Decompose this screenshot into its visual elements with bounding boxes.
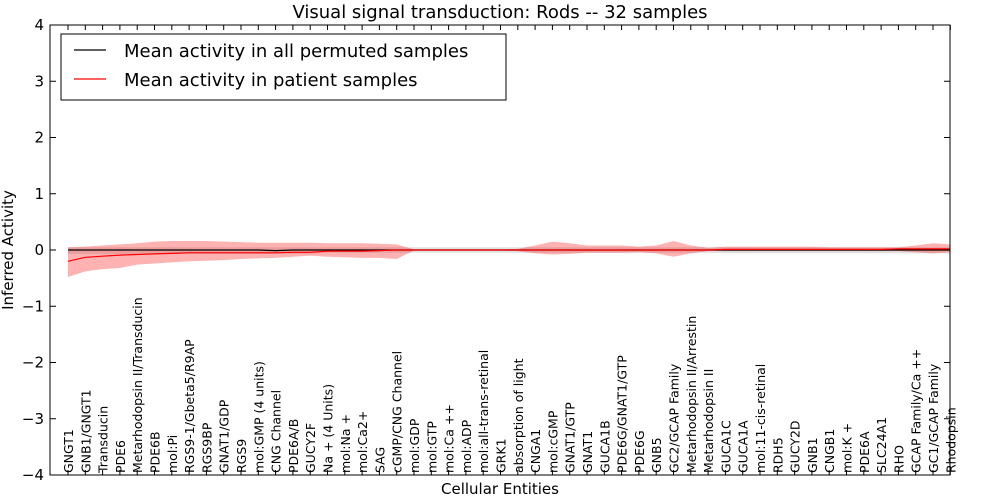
x-tick-label: cGMP/CNG Channel [390, 351, 405, 473]
x-tick-label: PDE6A [857, 431, 872, 473]
y-tick-label: −2 [22, 354, 44, 372]
x-tick-label: CNG Channel [269, 390, 284, 473]
x-tick-label: Rhodopsin [943, 407, 958, 473]
x-tick-label: GNGT1 [61, 429, 76, 473]
x-tick-label: GNAT1/GDP [217, 399, 232, 473]
x-tick-label: Transducin [96, 406, 111, 474]
x-tick-label: PDE6G [632, 430, 647, 473]
x-tick-label: PDE6B [148, 431, 163, 473]
series-1-band [68, 241, 951, 277]
x-tick-label: GNB1/GNGT1 [78, 389, 93, 473]
x-tick-label: mol:Pi [165, 435, 180, 473]
legend: Mean activity in all permuted samplesMea… [60, 33, 507, 101]
x-tick-label: GUCY2D [788, 420, 803, 473]
x-tick-label: GNAT1 [580, 431, 595, 473]
x-tick-label: GUCA1C [718, 420, 733, 473]
x-tick-label: PDE6G/GNAT1/GTP [615, 355, 630, 473]
legend-label: Mean activity in patient samples [124, 70, 418, 91]
x-tick-label: mol:GMP (4 units) [251, 361, 266, 473]
x-tick-label: CNGB1 [822, 429, 837, 473]
x-tick-label: Na + (4 Units) [321, 384, 336, 473]
x-tick-label: mol:K + [840, 423, 855, 473]
y-tick-label: 3 [34, 72, 44, 90]
x-tick-label: mol:Ca ++ [442, 404, 457, 473]
plot-area [67, 241, 951, 277]
x-tick-label: mol:ADP [459, 419, 474, 473]
x-tick-label: PDE6A/B [286, 419, 301, 473]
y-tick-label: 2 [34, 129, 44, 147]
x-tick-label: mol:GTP [424, 421, 439, 473]
x-tick-label: GUCA1B [597, 420, 612, 473]
x-tick-label: mol:11-cis-retinal [753, 364, 768, 473]
x-axis-label: Cellular Entities [441, 480, 559, 498]
x-tick-label: GUCY2F [303, 423, 318, 473]
y-axis-label: Inferred Activity [0, 190, 17, 310]
x-tick-label: mol:cGMP [545, 410, 560, 473]
x-tick-label: Metarhodopsin II/Transducin [130, 297, 145, 473]
x-tick-label: GNAT1/GTP [563, 402, 578, 473]
series-1-line [67, 248, 951, 262]
x-tick-label: CNGA1 [528, 429, 543, 473]
x-tick-label: mol:GDP [407, 418, 422, 473]
x-tick-label: mol:Ca2+ [355, 411, 370, 473]
x-tick-label: GUCA1A [736, 420, 751, 473]
x-tick-label: GC1/GCAP Family [926, 363, 941, 473]
x-tick-label: mol:Na + [338, 414, 353, 473]
x-tick-label: PDE6 [113, 440, 128, 473]
legend-label: Mean activity in all permuted samples [124, 41, 468, 62]
legend-box [60, 33, 507, 101]
x-tick-label: GC2/GCAP Family [667, 363, 682, 473]
x-tick-label: RGS9 [234, 439, 249, 473]
x-tick-label: GNB1 [805, 437, 820, 473]
x-tick-label: SLC24A1 [874, 417, 889, 473]
x-tick-label: GNB5 [649, 437, 664, 473]
y-tick-label: −1 [22, 297, 44, 315]
x-tick-label: RHO [891, 445, 906, 473]
x-tick-label: RGS9-1/Gbeta5/R9AP [182, 339, 197, 473]
x-tick-label: GCAP Family/Ca ++ [909, 349, 924, 473]
y-tick-label: 0 [34, 241, 44, 259]
x-tick-label: SAG [372, 447, 387, 473]
x-tick-label: Metarhodopsin II [701, 369, 716, 473]
x-tick-label: absorption of light [511, 358, 526, 473]
y-tick-label: 4 [34, 16, 44, 34]
x-tick-label: RGS9BP [199, 422, 214, 473]
x-tick-label: GRK1 [494, 438, 509, 473]
x-tick-label: mol:all-trans-retinal [476, 350, 491, 473]
chart-title: Visual signal transduction: Rods -- 32 s… [292, 2, 707, 23]
y-tick-label: −3 [22, 410, 44, 428]
y-tick-label: −4 [22, 466, 44, 484]
y-tick-label: 1 [34, 185, 44, 203]
x-tick-label: RDH5 [770, 437, 785, 473]
x-tick-label: Metarhodopsin II/Arrestin [684, 316, 699, 473]
